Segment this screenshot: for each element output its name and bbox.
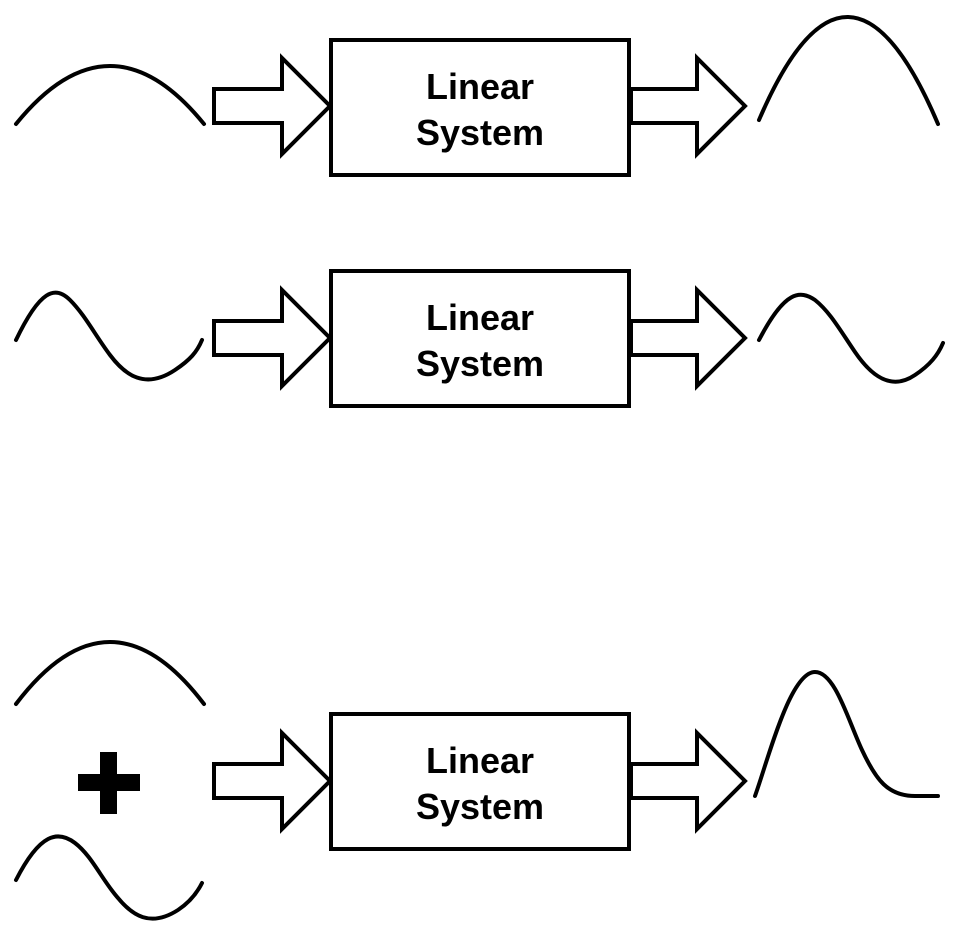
row-2: Linear System (14, 269, 945, 408)
output-wave-1 (757, 15, 940, 126)
system-box-2-label-line2: System (416, 343, 544, 384)
plus-icon (78, 752, 140, 814)
output-arrow-3 (629, 728, 748, 834)
output-arrow-1 (629, 53, 748, 159)
input-arrow-3 (212, 728, 333, 834)
system-box-3 (329, 712, 631, 851)
system-box-2 (329, 269, 631, 408)
output-wave-2 (757, 292, 945, 384)
system-box-3-label-line1: Linear (426, 740, 534, 781)
input-arrow-2 (212, 285, 333, 391)
system-box-2-label-line1: Linear (426, 297, 534, 338)
input-arrow-1 (212, 53, 333, 159)
row-1: Linear System (14, 15, 940, 177)
system-box-3-label-line2: System (416, 786, 544, 827)
input-wave-2 (14, 290, 204, 382)
system-box-1-label-line1: Linear (426, 66, 534, 107)
system-box-1-label-line2: System (416, 112, 544, 153)
output-arrow-2 (629, 285, 748, 391)
input-wave-3b (14, 834, 204, 921)
system-box-1 (329, 38, 631, 177)
output-wave-3 (753, 670, 940, 798)
input-wave-1 (14, 64, 206, 126)
input-wave-3a (14, 640, 206, 706)
row-3: Linear System (14, 640, 940, 921)
